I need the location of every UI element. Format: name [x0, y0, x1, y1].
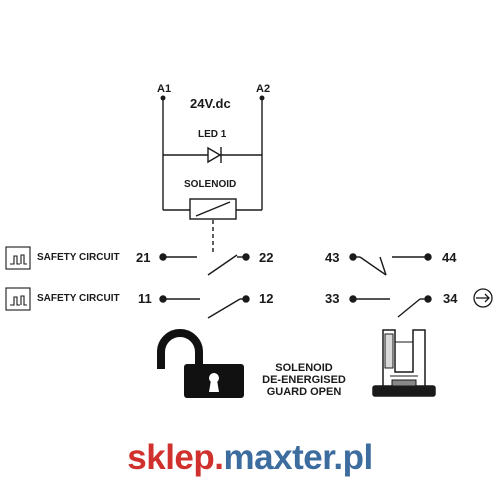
safety-circuit-label: SAFETY CIRCUIT	[37, 293, 120, 304]
watermark: sklep.maxter.pl	[0, 438, 500, 478]
a1-terminal	[160, 95, 166, 101]
contact-33-label: 33	[325, 291, 340, 306]
guard-actuator-icon	[372, 329, 436, 397]
contact-44-label: 44	[442, 250, 457, 265]
watermark-part1: sklep.	[127, 438, 224, 477]
state-note-line: DE-ENERGISED	[262, 374, 346, 386]
contact-12-label: 12	[259, 291, 274, 306]
state-note-line: GUARD OPEN	[266, 386, 342, 398]
contact-11-label: 11	[138, 291, 152, 306]
state-note: SOLENOID DE-ENERGISED GUARD OPEN	[248, 362, 360, 398]
unlocked-padlock-icon	[157, 329, 244, 398]
terminal-a2-label: A2	[256, 83, 271, 95]
arrow-right-circle-icon	[473, 288, 493, 308]
contact-22-label: 22	[259, 250, 274, 265]
terminal-a1-label: A1	[157, 83, 172, 95]
contact-43-label: 43	[325, 250, 340, 265]
supply-voltage-label: 24V.dc	[190, 96, 231, 111]
safety-circuit-icon	[5, 287, 31, 311]
contact-33-34	[349, 295, 432, 318]
contact-11-12	[159, 295, 250, 319]
watermark-part2: maxter.pl	[223, 438, 374, 477]
contact-21-22	[159, 253, 250, 276]
contact-21-label: 21	[136, 250, 151, 265]
state-note-line: SOLENOID	[275, 362, 333, 374]
a2-terminal	[259, 95, 265, 101]
led-diode-icon	[207, 146, 222, 164]
solenoid-coil-icon	[189, 198, 237, 220]
safety-circuit-label: SAFETY CIRCUIT	[37, 252, 120, 263]
safety-circuit-icon	[5, 246, 31, 270]
solenoid-label: SOLENOID	[184, 179, 237, 190]
contact-34-label: 34	[443, 291, 458, 306]
contact-43-44	[349, 253, 432, 276]
led-label: LED 1	[198, 129, 227, 140]
